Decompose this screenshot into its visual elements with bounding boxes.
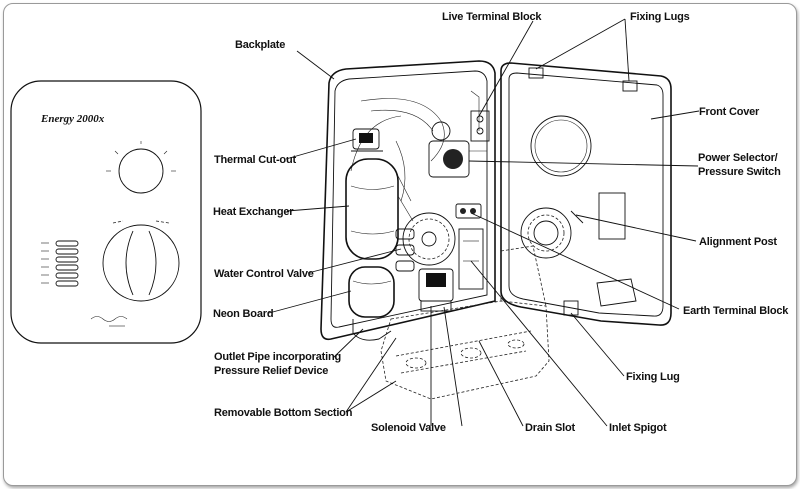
power-selector: [428, 121, 487, 178]
power-dial: [118, 148, 164, 194]
cover-knob: [520, 207, 572, 259]
label-earth-terminal-block: Earth Terminal Block: [683, 305, 789, 317]
fixing-lug-top-right: [622, 80, 638, 92]
removable-bottom-section: [380, 245, 550, 400]
label-backplate: Backplate: [235, 39, 285, 51]
signature-logo: [90, 316, 128, 322]
label-neon-board: Neon Board: [213, 308, 273, 320]
label-water-control-valve: Water Control Valve: [214, 268, 314, 280]
diagram-frame: Energy 2000x: [3, 3, 797, 486]
label-front-cover: Front Cover: [699, 106, 760, 118]
temperature-dial: [102, 224, 180, 302]
fixing-lug-bottom: [563, 300, 579, 316]
inlet-area: [458, 228, 484, 290]
earth-terminal-block-part: [455, 203, 482, 219]
label-power-selector-line2: Pressure Switch: [698, 166, 781, 178]
label-power-selector-line1: Power Selector/: [698, 152, 778, 164]
front-panel: Energy 2000x: [10, 80, 202, 344]
thermal-cut-out: [351, 128, 383, 152]
label-alignment-post: Alignment Post: [699, 236, 777, 248]
label-thermal-cut-out: Thermal Cut-out: [214, 154, 296, 166]
front-cover: [500, 62, 672, 326]
labels: Live Terminal Block Fixing Lugs Backplat…: [213, 11, 789, 434]
indicator-lights: [41, 240, 79, 287]
label-heat-exchanger: Heat Exchanger: [213, 206, 294, 218]
neon-board: [348, 266, 395, 318]
shower-exploded-diagram: Energy 2000x: [10, 11, 789, 434]
live-terminal-block: [470, 110, 490, 142]
heat-exchanger: [345, 158, 414, 260]
label-outlet-pipe-line2: Pressure Relief Device: [214, 365, 328, 377]
label-drain-slot: Drain Slot: [525, 422, 575, 434]
brand-text: Energy 2000x: [40, 113, 105, 125]
label-fixing-lugs: Fixing Lugs: [630, 11, 690, 23]
label-outlet-pipe-line1: Outlet Pipe incorporating: [214, 351, 341, 363]
outlet-pipe: [352, 319, 392, 341]
water-control-valve: [395, 212, 456, 272]
label-inlet-spigot: Inlet Spigot: [609, 422, 667, 434]
label-live-terminal-block: Live Terminal Block: [442, 11, 542, 23]
label-removable-bottom-section: Removable Bottom Section: [214, 407, 353, 419]
fixing-lug-top-left: [528, 67, 544, 79]
label-fixing-lug: Fixing Lug: [626, 371, 680, 383]
leader-lines: [268, 18, 700, 427]
solenoid-valve: [418, 268, 454, 312]
backplate: [320, 60, 496, 341]
label-solenoid-valve: Solenoid Valve: [371, 422, 446, 434]
cover-window: [598, 192, 626, 240]
